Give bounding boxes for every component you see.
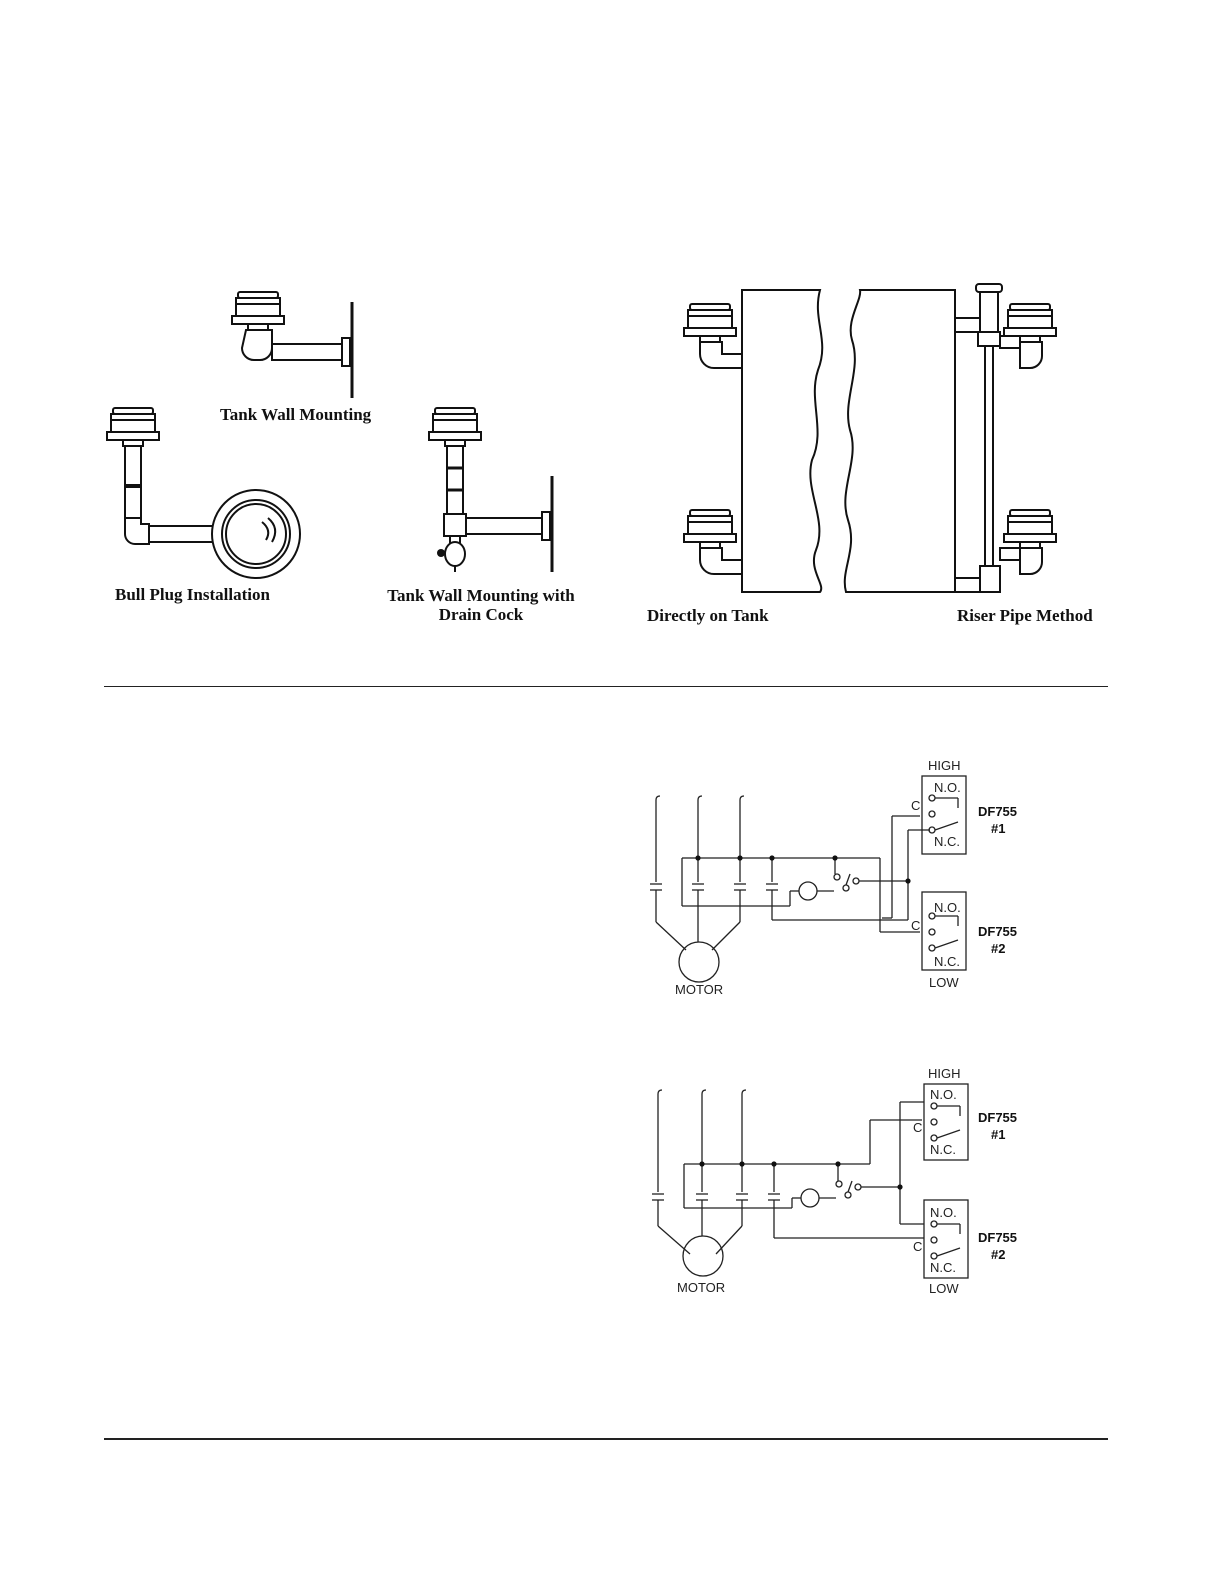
caption-directly-on-tank: Directly on Tank	[647, 606, 769, 625]
footer-divider	[104, 1438, 1108, 1440]
label-common: C	[913, 1239, 922, 1254]
mounting-illustrations: Tank Wall Mounting Bull Plug Installatio…	[0, 0, 1224, 680]
label-low: LOW	[929, 1281, 959, 1296]
label-no: N.O.	[934, 900, 961, 915]
label-no: N.O.	[930, 1087, 957, 1102]
label-switch2-model: DF755	[978, 1230, 1017, 1245]
label-switch1-model: DF755	[978, 1110, 1017, 1125]
wiring-diagram-1: HIGH N.O. C N.C. N.O. C N.C. LOW MOTOR D…	[640, 750, 1060, 1010]
tank-wall-mounting-illustration	[232, 292, 352, 398]
riser-pipe-illustration	[955, 284, 1056, 592]
label-low: LOW	[929, 975, 959, 990]
label-common: C	[911, 798, 920, 813]
label-nc: N.C.	[930, 1260, 956, 1275]
label-motor: MOTOR	[677, 1280, 725, 1295]
label-motor: MOTOR	[675, 982, 723, 997]
caption-drain-cock-line1: Tank Wall Mounting with	[387, 586, 575, 605]
caption-tank-wall-mounting: Tank Wall Mounting	[220, 405, 372, 424]
caption-riser-pipe: Riser Pipe Method	[957, 606, 1093, 625]
label-high: HIGH	[928, 758, 961, 773]
label-common: C	[911, 918, 920, 933]
label-switch1-model: DF755	[978, 804, 1017, 819]
caption-drain-cock-line2: Drain Cock	[439, 605, 524, 624]
label-switch2-num: #2	[991, 1247, 1005, 1262]
label-switch1-num: #1	[991, 1127, 1005, 1142]
section-divider	[104, 686, 1108, 687]
label-no: N.O.	[934, 780, 961, 795]
label-high: HIGH	[928, 1066, 961, 1081]
label-switch1-num: #1	[991, 821, 1005, 836]
label-no: N.O.	[930, 1205, 957, 1220]
drain-cock-illustration	[429, 408, 552, 572]
label-common: C	[913, 1120, 922, 1135]
wiring-diagram-2: HIGH N.O. C N.C. N.O. C N.C. LOW MOTOR D…	[642, 1058, 1062, 1318]
caption-bull-plug: Bull Plug Installation	[115, 585, 270, 604]
bull-plug-illustration	[107, 408, 300, 578]
label-switch2-num: #2	[991, 941, 1005, 956]
label-switch2-model: DF755	[978, 924, 1017, 939]
label-nc: N.C.	[930, 1142, 956, 1157]
directly-on-tank-illustration	[684, 290, 955, 592]
label-nc: N.C.	[934, 834, 960, 849]
label-nc: N.C.	[934, 954, 960, 969]
